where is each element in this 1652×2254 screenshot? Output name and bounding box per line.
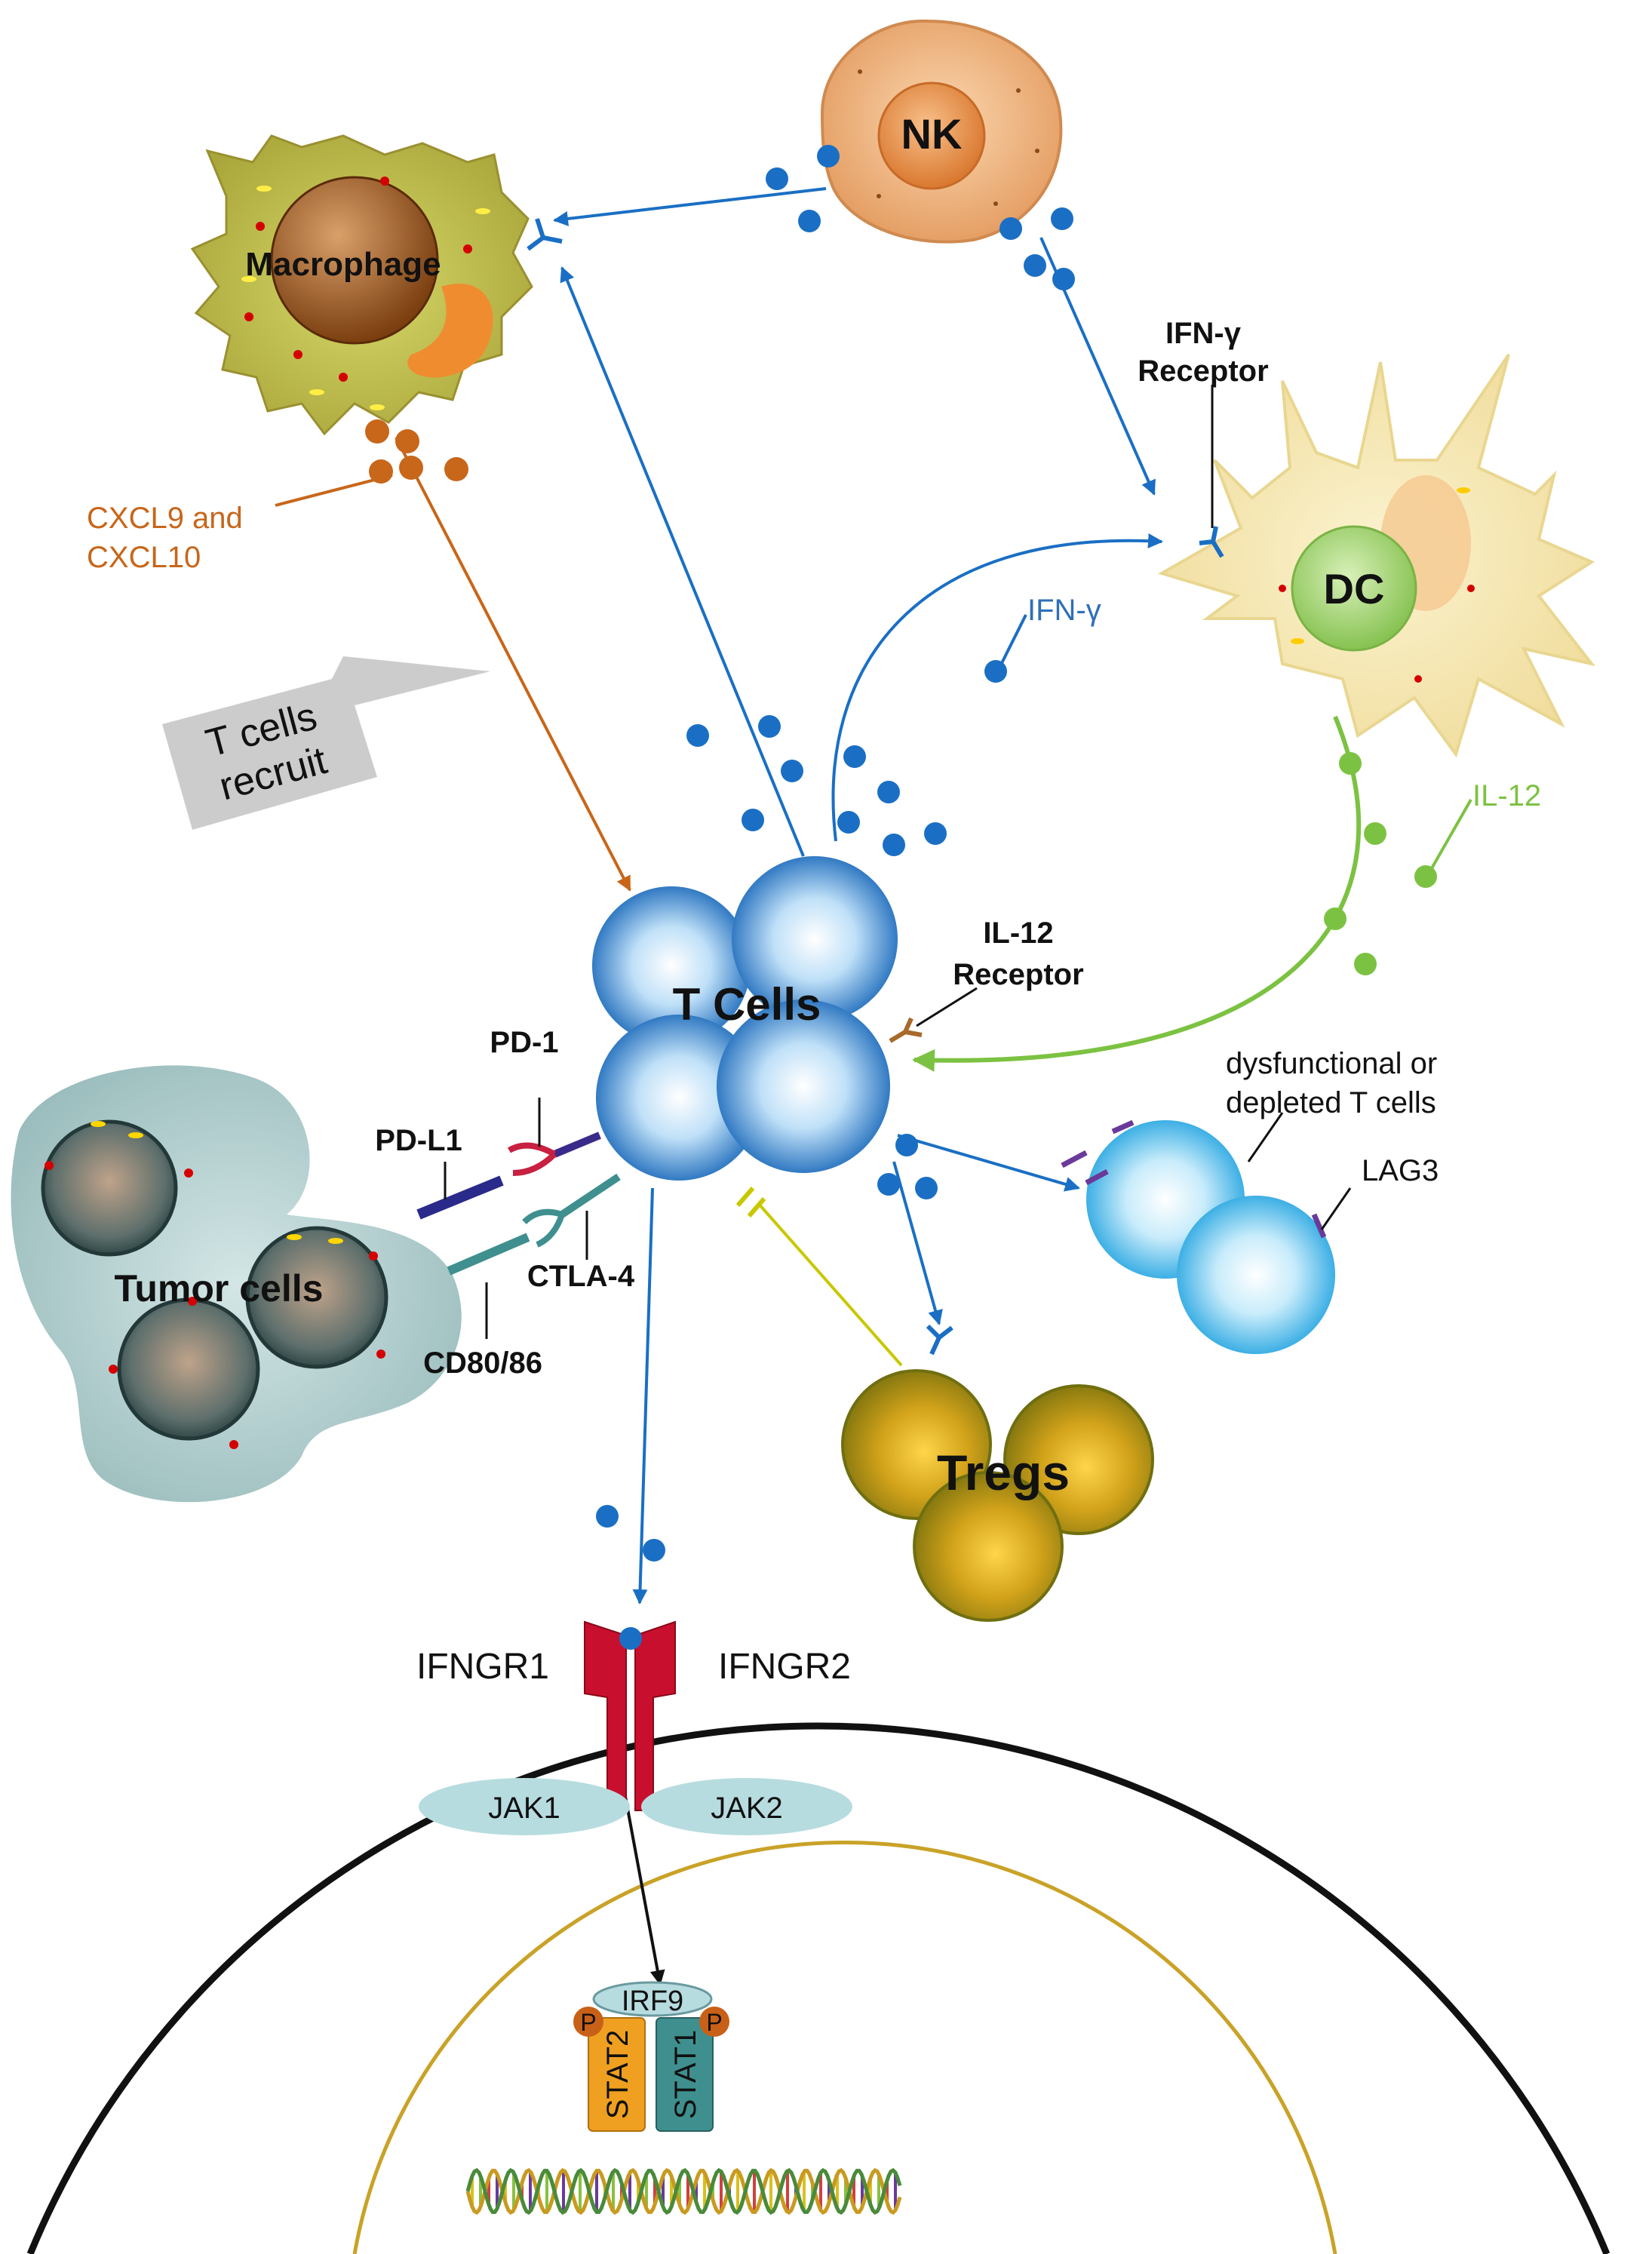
- phospho-right: [699, 2007, 729, 2037]
- dc-nucleus: [1291, 525, 1417, 652]
- ifn-gamma-receptor-label-line2: Receptor: [1138, 355, 1268, 388]
- arrow-tcells-to-macrophage: [560, 266, 805, 857]
- dysfunctional-pointer: [1247, 1112, 1284, 1162]
- lag3-marker-1: [1061, 1150, 1088, 1168]
- macrophage-vacuole: [407, 284, 493, 378]
- macrophage-cell: Macrophage: [190, 134, 533, 436]
- lag3-marker-4: [1311, 1213, 1327, 1239]
- nuclear-membrane: [352, 1841, 1337, 2254]
- ctla4-label: CTLA-4: [527, 1260, 635, 1293]
- dc-cell: DC: [1157, 353, 1595, 758]
- ifn-gamma-receptor-label-line1: IFN-γ: [1165, 317, 1242, 350]
- jak2-label: JAK2: [711, 1792, 783, 1825]
- il12-receptor-icon: [889, 1017, 923, 1043]
- tregs-label: Tregs: [937, 1445, 1070, 1500]
- ifngr1-receptor: [584, 1620, 627, 1811]
- cxcl-label-line1: CXCL9 and: [87, 502, 243, 535]
- macrophage-label: Macrophage: [245, 246, 441, 283]
- dna-strand: [465, 2168, 902, 2215]
- t-cells-recruit-callout: T cells recruit: [162, 656, 490, 830]
- irf9-label: IRF9: [622, 1985, 683, 2017]
- cxcl-label-line2: CXCL10: [87, 541, 201, 574]
- il12-receptor-pointer: [916, 987, 978, 1027]
- cd8086-label: CD80/86: [423, 1347, 542, 1380]
- jak1-label: JAK1: [488, 1792, 560, 1825]
- arrow-dc-to-tcells-il12: [912, 715, 1362, 1072]
- stat1-label: STAT1: [669, 2030, 702, 2120]
- arrow-cxcl-to-tcells: [395, 437, 631, 892]
- nk-label: NK: [901, 110, 963, 158]
- dna-helix: [465, 2168, 902, 2215]
- ifngr2-receptor: [634, 1620, 676, 1811]
- il12-label: IL-12: [1472, 779, 1541, 812]
- ifngr1-label: IFNGR1: [416, 1647, 549, 1687]
- jak2: [641, 1778, 852, 1835]
- dc-label: DC: [1324, 565, 1385, 613]
- stat2: [588, 2017, 646, 2132]
- ifn-gamma-dots: [596, 145, 1075, 1562]
- stat2-label: STAT2: [601, 2030, 634, 2120]
- dysfunctional-label-line1: dysfunctional or: [1226, 1047, 1437, 1080]
- t-cell-1: [592, 886, 751, 1045]
- pd1-label: PD-1: [490, 1026, 558, 1059]
- tregs-cluster: Tregs: [841, 1369, 1154, 1622]
- tumor-cell-membrane: [26, 1722, 1611, 2254]
- lag3-label: LAG3: [1362, 1154, 1439, 1187]
- arrow-tcells-to-exhausted: [897, 1134, 1080, 1192]
- arrow-tcells-to-tregs: [892, 1161, 943, 1325]
- arrow-jak-to-irf9: [621, 1780, 665, 1985]
- ifn-gamma-bound-dot: [619, 1627, 642, 1650]
- treg-3: [913, 1471, 1064, 1622]
- treg-receptor-icon: [926, 1324, 953, 1356]
- dna-strand: [465, 2168, 902, 2215]
- phospho-right-label: P: [706, 2009, 722, 2036]
- treg-inhibition-bar-1: [735, 1187, 755, 1207]
- il12-pointer: [1424, 799, 1472, 880]
- tumor-nucleus-2: [245, 1226, 388, 1369]
- pd1-receptor: [507, 1132, 601, 1176]
- ifngr2-label: IFNGR2: [718, 1647, 851, 1687]
- il12-receptor-label-line1: IL-12: [983, 917, 1053, 950]
- phospho-left: [573, 2007, 603, 2037]
- ctla4-receptor: [522, 1173, 621, 1248]
- arrow-tcells-to-ifngr: [632, 1187, 654, 1605]
- arrow-nk-to-macrophage: [553, 187, 827, 226]
- dysfunctional-t-cells: [1061, 1119, 1335, 1354]
- t-cell-2: [732, 856, 898, 1022]
- tumor-nucleus-3: [117, 1297, 260, 1441]
- t-cell-3: [596, 1015, 762, 1181]
- t-cells-label: T Cells: [673, 979, 821, 1030]
- tumor-cells-label: Tumor cells: [115, 1267, 324, 1310]
- macrophage-ifn-receptor-icon: [527, 218, 563, 251]
- cxcl-dots: [365, 419, 468, 484]
- lag3-marker-2: [1085, 1168, 1109, 1186]
- stat1: [656, 2017, 714, 2132]
- pdl1-label: PD-L1: [375, 1124, 462, 1157]
- dc-ifn-receptor-icon: [1199, 526, 1224, 558]
- lag3-marker-3: [1111, 1119, 1135, 1135]
- jak1: [419, 1778, 630, 1835]
- il12-dots: [1324, 752, 1437, 975]
- ifn-gamma-pointer: [998, 614, 1027, 668]
- il12-receptor-label-line2: Receptor: [953, 958, 1083, 991]
- treg-inhibition-bar-2: [747, 1197, 766, 1218]
- arrow-tcells-to-dc: [831, 533, 1163, 842]
- lag3-pointer: [1320, 1187, 1352, 1230]
- dysfunctional-label-line2: depleted T cells: [1226, 1086, 1436, 1119]
- nk-nucleus: [877, 81, 986, 190]
- treg-inhibition-line: [757, 1202, 903, 1367]
- irf9: [592, 1981, 713, 2017]
- macrophage-nucleus: [270, 176, 439, 345]
- cd8086-ligand: [447, 1233, 530, 1276]
- t-cell-4: [717, 1000, 890, 1173]
- pdl1-ligand: [416, 1175, 504, 1220]
- tumor-cells-cluster: Tumor cells: [11, 1065, 462, 1503]
- tumor-nucleus-1: [41, 1119, 178, 1257]
- ifn-gamma-label: IFN-γ: [1027, 594, 1101, 627]
- nk-cell: NK: [820, 19, 1063, 244]
- phospho-left-label: P: [580, 2009, 596, 2036]
- t-cells-cluster: T Cells: [592, 856, 898, 1181]
